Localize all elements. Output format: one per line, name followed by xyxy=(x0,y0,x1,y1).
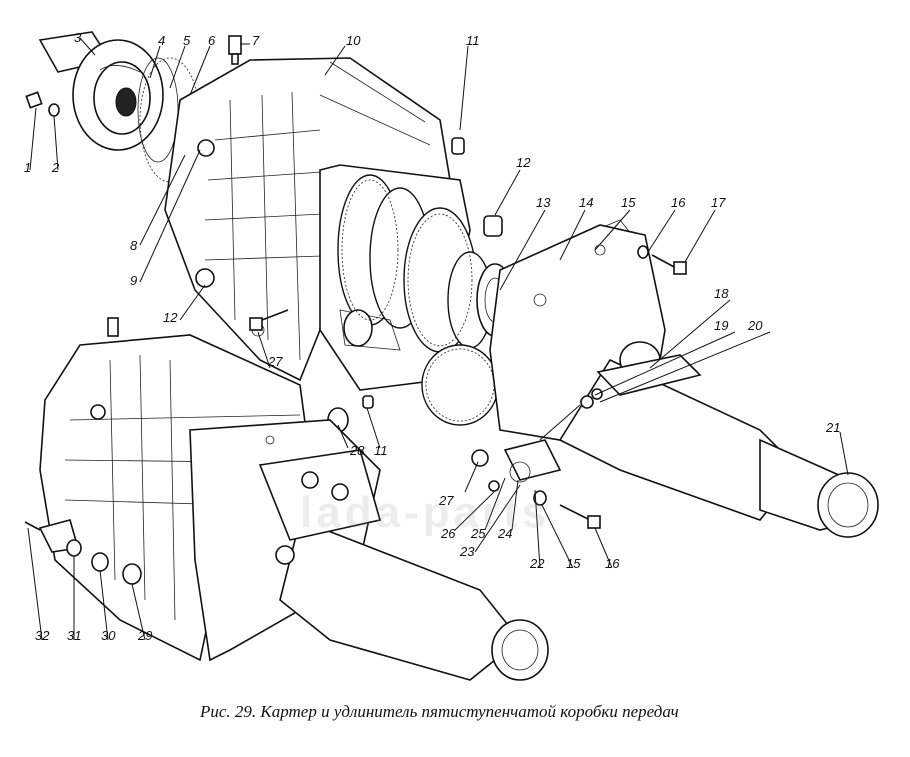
callout-8: 8 xyxy=(130,238,138,253)
callout-12-upper: 12 xyxy=(516,155,531,170)
callout-16-lower: 16 xyxy=(605,556,620,571)
callout-31: 31 xyxy=(67,628,81,643)
callout-9: 9 xyxy=(130,273,137,288)
pin-11-upper xyxy=(451,137,465,155)
breather-7 xyxy=(228,35,242,65)
callout-11-lower: 11 xyxy=(374,443,388,458)
callout-labels: 3 4 5 6 7 10 11 1 2 8 9 12 27 28 11 12 1… xyxy=(24,30,840,643)
callout-1: 1 xyxy=(24,160,31,175)
callout-27-lower: 27 xyxy=(438,493,454,508)
callout-10: 10 xyxy=(346,33,361,48)
callout-23: 23 xyxy=(459,544,475,559)
callout-4: 4 xyxy=(158,33,165,48)
callout-22: 22 xyxy=(529,556,545,571)
callout-20: 20 xyxy=(747,318,763,333)
callout-7: 7 xyxy=(252,33,260,48)
callout-11-upper: 11 xyxy=(466,33,480,48)
callout-29: 29 xyxy=(137,628,152,643)
callout-14: 14 xyxy=(579,195,593,210)
callout-17: 17 xyxy=(711,195,726,210)
callout-16-upper: 16 xyxy=(671,195,686,210)
callout-27-upper: 27 xyxy=(267,354,283,369)
callout-19: 19 xyxy=(714,318,728,333)
callout-12-lower: 12 xyxy=(163,310,178,325)
figure-caption: Рис. 29. Картер и удлинитель пятиступенч… xyxy=(200,702,679,721)
bolt-1-washer-2 xyxy=(25,91,60,117)
callout-3: 3 xyxy=(74,30,82,45)
input-shaft-cover xyxy=(38,31,164,151)
callout-21: 21 xyxy=(825,420,840,435)
callout-13: 13 xyxy=(536,195,551,210)
callout-15-lower: 15 xyxy=(566,556,581,571)
callout-15-upper: 15 xyxy=(621,195,636,210)
extension-housing-lower xyxy=(189,419,549,681)
callout-5: 5 xyxy=(183,33,191,48)
gear-cluster xyxy=(337,174,499,426)
callout-18: 18 xyxy=(714,286,729,301)
callout-25: 25 xyxy=(470,526,486,541)
callout-24: 24 xyxy=(497,526,512,541)
callout-26: 26 xyxy=(440,526,456,541)
callout-6: 6 xyxy=(208,33,216,48)
watermark: lada-parts xyxy=(300,488,551,537)
plug-12-upper xyxy=(483,215,503,237)
callout-2: 2 xyxy=(51,160,60,175)
callout-32: 32 xyxy=(35,628,50,643)
callout-30: 30 xyxy=(101,628,116,643)
speedometer-drive-22-26 xyxy=(471,388,603,492)
bolts-16-17 xyxy=(533,245,687,529)
callout-28: 28 xyxy=(349,443,365,458)
leader-lines xyxy=(27,37,849,641)
